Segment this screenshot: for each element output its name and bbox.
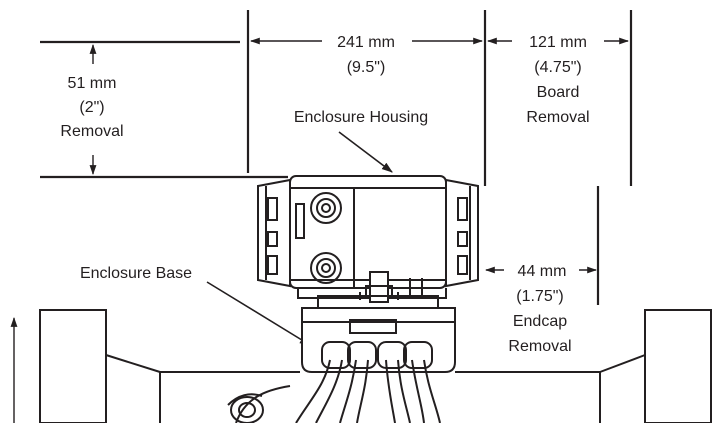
flow-tube [39, 309, 712, 424]
leader-base [206, 281, 311, 346]
enclosure-housing [257, 175, 479, 303]
bolt-lower [310, 252, 342, 284]
bolt-upper [310, 192, 342, 224]
dim-44-caption-removal: Removal [508, 338, 571, 355]
leader-housing [338, 131, 393, 173]
base-label-plate [349, 319, 397, 334]
dim-44-mm: 44 mm [518, 263, 567, 280]
dim-241-mm: 241 mm [337, 34, 395, 51]
callout-enclosure-housing: Enclosure Housing [294, 109, 428, 126]
gland-4 [403, 341, 433, 369]
gland-2 [347, 341, 377, 369]
dim-51-mm: 51 mm [68, 75, 117, 92]
dim-44-caption-endcap: Endcap [513, 313, 567, 330]
housing-body [289, 175, 447, 289]
conduit-fitting [230, 396, 264, 424]
extension-lines [40, 10, 633, 305]
gland-1 [321, 341, 351, 369]
dim-51-inch: (2") [79, 99, 104, 116]
dim-121-mm: 121 mm [529, 34, 587, 51]
dim-241-inch: (9.5") [347, 59, 386, 76]
dimension-labels: 241 mm (9.5") 121 mm (4.75") Board Remov… [60, 34, 589, 355]
base-body [301, 307, 456, 373]
dim-121-inch: (4.75") [534, 59, 581, 76]
flange-left [39, 309, 107, 424]
dim-51-caption-removal: Removal [60, 123, 123, 140]
cable-glands [321, 341, 433, 369]
cables [227, 359, 441, 424]
gland-3 [377, 341, 407, 369]
dimension-arrows [10, 37, 629, 423]
callout-enclosure-base: Enclosure Base [80, 265, 192, 282]
tube-top-left [105, 354, 161, 373]
flange-right [644, 309, 712, 424]
dim-44-inch: (1.75") [516, 288, 563, 305]
dim-121-caption-board: Board [537, 84, 580, 101]
tube-top-right [599, 354, 646, 373]
dim-121-caption-removal: Removal [526, 109, 589, 126]
housing-side-slot [295, 203, 305, 239]
